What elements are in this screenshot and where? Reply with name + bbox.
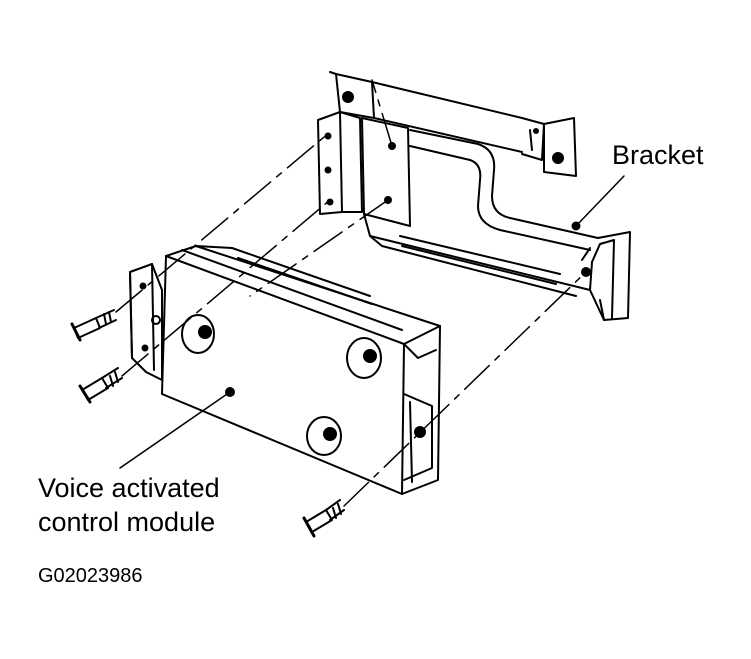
module-label-line-2: control module bbox=[38, 507, 216, 537]
bracket-part bbox=[317, 71, 631, 321]
leader-lines bbox=[119, 175, 625, 469]
mounting-screw-2 bbox=[78, 367, 123, 404]
alignment-lines bbox=[115, 79, 589, 507]
control-module-part bbox=[129, 245, 441, 495]
bracket-label: Bracket bbox=[612, 140, 704, 170]
figure-id: G02023986 bbox=[38, 565, 143, 587]
mounting-screw-1 bbox=[70, 309, 117, 342]
module-label-line-1: Voice activated bbox=[38, 473, 220, 503]
mounting-screw-3 bbox=[302, 499, 345, 538]
